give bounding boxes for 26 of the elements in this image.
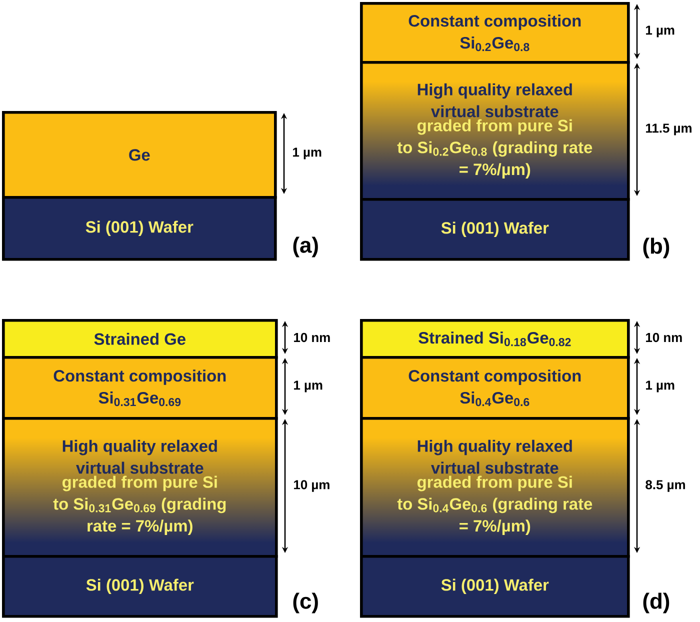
thickness-label: 11.5 µm: [646, 124, 692, 136]
panel-label: (b): [643, 238, 670, 258]
layer-box: Si (001) Wafer: [2, 554, 278, 618]
layer-box: High quality relaxed virtual substrate graded from pure Si to Si$_{0.2}$Ge$_{0.8}$ (grading rate = 7%/µm): [360, 61, 630, 201]
layer-box: Constant composition Si$_{0.4}$Ge$_{0.6}$: [360, 356, 630, 420]
thickness-label: 1 µm: [294, 380, 322, 392]
panel-label: (d): [643, 592, 670, 614]
thickness-label: 1 µm: [646, 26, 674, 38]
layer-box: Constant composition Si$_{0.2}$Ge$_{0.8}$: [360, 2, 630, 64]
thickness-label: 10 nm: [294, 332, 330, 342]
layer-box: Ge: [2, 111, 277, 199]
thickness-label: 8.5 µm: [646, 480, 685, 492]
layer-box: High quality relaxed virtual substrate graded from pure Si to Si$_{0.31}$Ge$_{0.69}$ (grading rate = 7%/µm): [2, 416, 278, 558]
thickness-label: 10 µm: [294, 480, 330, 492]
layer-box: Constant composition Si$_{0.31}$Ge$_{0.69}$: [2, 356, 278, 420]
thickness-label: 1 µm: [646, 380, 674, 392]
layer-box: Strained Si$_{0.18}$Ge$_{0.82}$: [360, 319, 630, 359]
panel-label: (c): [293, 592, 318, 614]
panel-label: (a): [293, 236, 318, 258]
thickness-label: 1 µm: [293, 148, 322, 160]
thickness-label: 10 nm: [646, 332, 682, 342]
layer-box: High quality relaxed virtual substrate graded from pure Si to Si$_{0.4}$Ge$_{0.6}$ (grading rate = 7%/µm): [360, 416, 630, 558]
layer-box: Si (001) Wafer: [2, 196, 277, 261]
layer-box: Si (001) Wafer: [360, 554, 630, 618]
layer-box: Si (001) Wafer: [360, 198, 630, 261]
layer-box: Strained Ge: [2, 319, 278, 359]
